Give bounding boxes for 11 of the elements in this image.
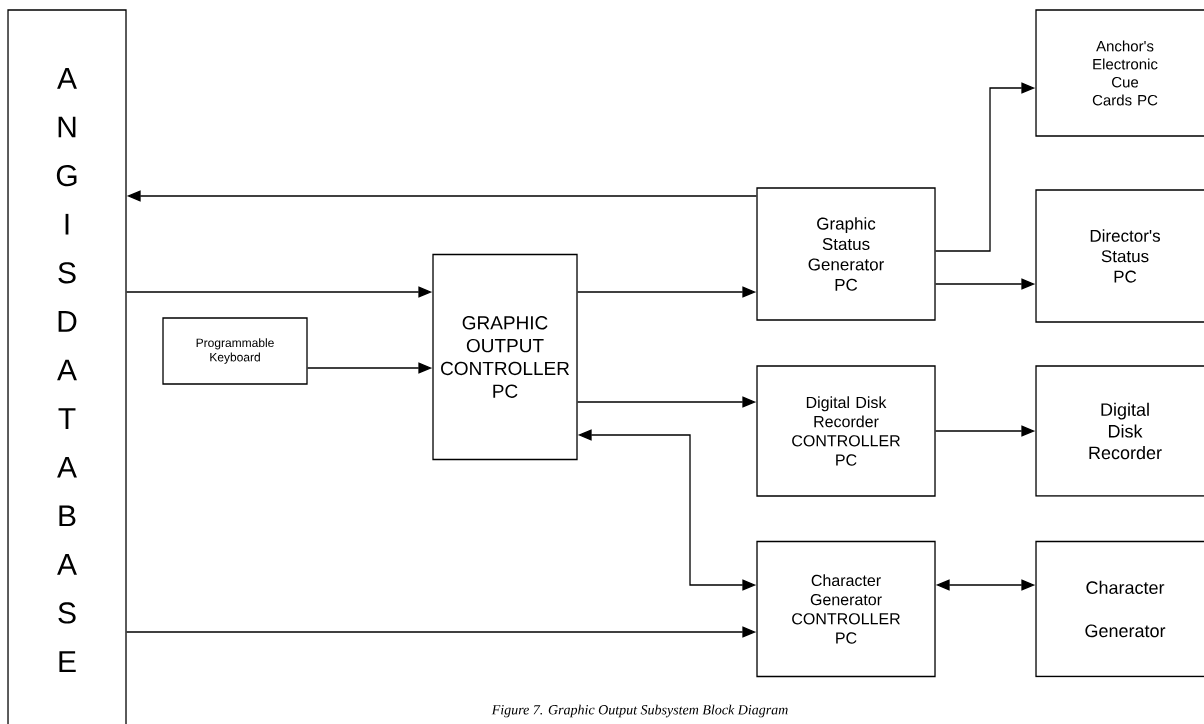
block-box: Graphic Status Generator PC <box>756 187 936 321</box>
block-box: Character Generator <box>1035 540 1204 678</box>
block-box: Programmable Keyboard <box>162 317 308 385</box>
block-box: Character Generator CONTROLLER PC <box>756 540 936 678</box>
block-box: Anchor's Electronic Cue Cards PC <box>1035 9 1204 137</box>
block-box: Digital Disk Recorder <box>1035 365 1204 497</box>
block-box: Digital Disk Recorder CONTROLLER PC <box>756 365 936 497</box>
caption: Figure 7. Graphic Output Subsystem Block Diagram <box>491 704 788 718</box>
block-box: Director's Status PC <box>1035 189 1204 323</box>
database-column: A N G I S D A T A B A S E <box>7 9 127 724</box>
block-box: GRAPHIC OUTPUT CONTROLLER PC <box>432 253 578 461</box>
